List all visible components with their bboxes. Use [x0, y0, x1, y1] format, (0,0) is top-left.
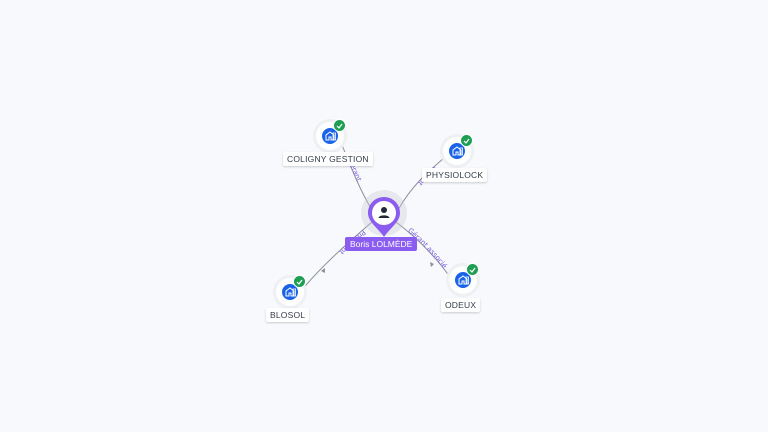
company-label-physiolock[interactable]: PHYSIOLOCK	[422, 168, 488, 182]
company-building-icon	[282, 284, 298, 300]
company-node-physiolock[interactable]	[443, 134, 473, 165]
verified-check-icon	[460, 134, 473, 147]
arrow-odeux	[430, 262, 434, 267]
verified-check-icon	[333, 119, 346, 132]
center-name-label[interactable]: Boris LOLMÈDE	[345, 237, 418, 251]
verified-check-icon	[466, 263, 479, 276]
edge-odeux	[395, 221, 453, 281]
company-node-coligny-gestion[interactable]	[316, 119, 346, 150]
arrow-blosol	[321, 268, 325, 273]
company-node-odeux[interactable]	[449, 263, 479, 294]
verified-check-icon	[293, 275, 306, 288]
company-node-blosol[interactable]	[276, 275, 306, 306]
company-label-odeux[interactable]: ODEUX	[441, 298, 481, 312]
company-building-icon	[455, 272, 471, 288]
company-label-coligny-gestion[interactable]: COLIGNY GESTION	[283, 152, 373, 166]
company-building-icon	[322, 128, 338, 144]
company-building-icon	[449, 143, 465, 159]
center-node[interactable]	[366, 195, 402, 243]
person-pin-icon	[368, 197, 400, 237]
company-label-blosol[interactable]: BLOSOL	[266, 308, 310, 322]
